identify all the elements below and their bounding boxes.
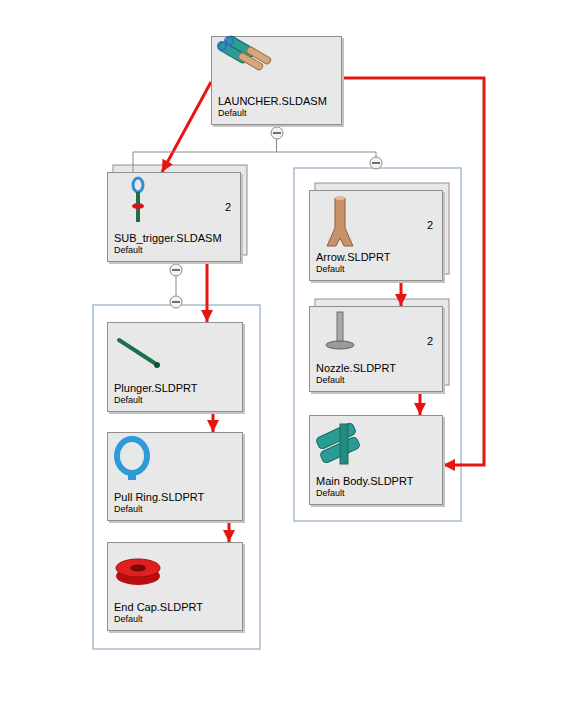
part-box: Plunger.SLDPRTDefault (107, 322, 243, 412)
file-name: Plunger.SLDPRT (114, 381, 198, 395)
barrel (218, 41, 248, 64)
arrow-icon (327, 196, 353, 246)
body-grip (340, 424, 348, 464)
minus-sign (172, 301, 180, 303)
ring (225, 37, 233, 45)
body-tube (315, 422, 356, 450)
cap-side (116, 567, 160, 585)
configuration-name: Default (316, 488, 345, 499)
file-name: Pull Ring.SLDPRT (114, 490, 204, 504)
plunger-rod (119, 340, 156, 364)
reference-arrow (400, 281, 403, 306)
nozzle-icon (326, 312, 354, 349)
arrow-shape (327, 198, 353, 246)
main-body-icon (315, 422, 360, 464)
part-box: Arrow.SLDPRTDefault 2 (309, 190, 443, 281)
ring (133, 178, 143, 192)
rod (136, 192, 140, 222)
launcher-icon (218, 35, 272, 71)
collapse-toggle (271, 127, 283, 139)
part-box: Nozzle.SLDPRTDefault 2 (309, 306, 443, 392)
configuration-name: Default (218, 108, 247, 119)
configuration-name: Default (114, 395, 143, 406)
ring-tab (128, 472, 136, 480)
file-name: SUB_trigger.SLDASM (114, 231, 222, 245)
collapse-toggle (170, 264, 182, 276)
trigger-icon (132, 178, 144, 222)
nozzle-stem (337, 312, 343, 342)
configuration-name: Default (316, 264, 345, 275)
configuration-name: Default (114, 614, 143, 625)
configuration-name: Default (316, 375, 345, 386)
instance-count: 2 (225, 201, 231, 213)
body-tube (319, 436, 360, 464)
file-name: LAUNCHER.SLDASM (218, 94, 327, 108)
file-name: Arrow.SLDPRT (316, 250, 390, 264)
group-outline (294, 168, 461, 521)
minus-sign (273, 132, 281, 134)
plunger-icon (119, 340, 160, 368)
part-box: Pull Ring.SLDPRTDefault (107, 432, 243, 521)
end-cap-icon (116, 559, 160, 585)
instance-count: 2 (427, 335, 433, 347)
minus-sign (372, 162, 380, 164)
reference-arrow (162, 82, 211, 172)
cap-hole (130, 565, 146, 572)
collapse-toggle (170, 296, 182, 308)
part-box: End Cap.SLDPRTDefault (107, 542, 243, 631)
arrow-shaft (238, 52, 264, 71)
configuration-name: Default (114, 504, 143, 515)
file-name: Nozzle.SLDPRT (316, 361, 396, 375)
file-name: Main Body.SLDPRT (316, 474, 413, 488)
toggle-circle (370, 157, 382, 169)
plunger-end (154, 362, 160, 368)
reference-arrow (206, 262, 209, 322)
reference-arrow (228, 521, 231, 542)
reference-arrow (419, 392, 422, 415)
pull-ring-icon (117, 439, 147, 480)
minus-sign (172, 269, 180, 271)
arrow-top (335, 196, 345, 200)
toggle-circle (271, 127, 283, 139)
ring (218, 42, 226, 50)
cap (132, 203, 144, 209)
reference-arrow (212, 412, 215, 432)
nozzle-base (326, 341, 354, 349)
cap-top (116, 559, 160, 577)
configuration-name: Default (114, 245, 143, 256)
tree-line (133, 125, 277, 172)
barrel (226, 35, 256, 58)
arrow-shaft (246, 46, 272, 65)
instance-count: 2 (427, 219, 433, 231)
tree-line (277, 152, 376, 168)
subassembly-box: SUB_trigger.SLDASMDefault 2 (107, 172, 241, 262)
collapse-toggle (370, 157, 382, 169)
ring (117, 439, 147, 473)
assembly-box: LAUNCHER.SLDASMDefault (211, 36, 342, 125)
toggle-circle (170, 296, 182, 308)
toggle-circle (170, 264, 182, 276)
file-name: End Cap.SLDPRT (114, 600, 203, 614)
group-outline (93, 305, 260, 649)
part-box: Main Body.SLDPRTDefault (309, 415, 443, 505)
